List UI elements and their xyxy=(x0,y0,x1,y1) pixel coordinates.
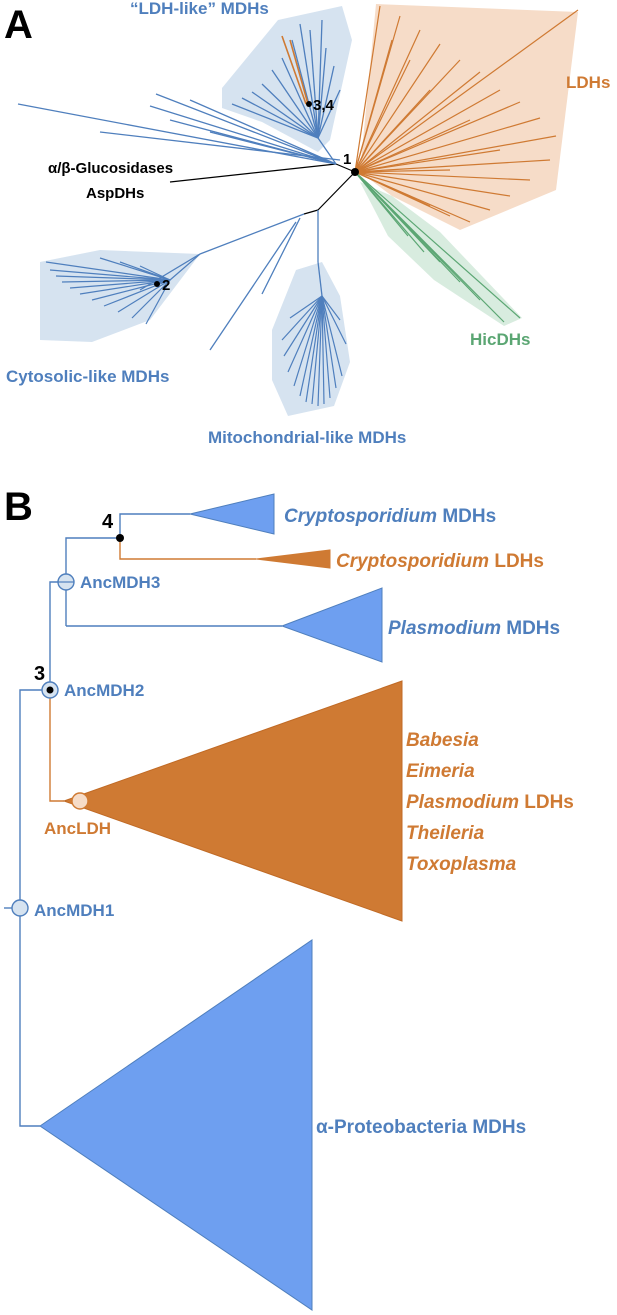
aspdhs-label: AspDHs xyxy=(86,185,144,202)
node-34-label: 3,4 xyxy=(313,97,335,114)
anc-ldh-label: AncLDH xyxy=(44,819,111,838)
crypto-mdh-label: Cryptosporidium MDHs xyxy=(284,506,496,527)
plasmodium-ldh-rest: LDHs xyxy=(519,792,574,813)
theileria-label: Theileria xyxy=(406,823,485,844)
crypto-ldh-triangle xyxy=(255,549,331,569)
plasmodium-ldh-label: Plasmodium LDHs xyxy=(406,792,574,813)
crypto-ldh-label: Cryptosporidium LDHs xyxy=(336,551,544,572)
apicomplexan-ldh-labels: Babesia Eimeria Plasmodium LDHs Theileri… xyxy=(406,730,574,875)
ldh-like-branches xyxy=(149,19,341,165)
ldh-like-hull xyxy=(222,6,352,152)
node-1-label: 1 xyxy=(343,151,351,168)
ldhs-hull xyxy=(360,4,578,230)
plasmo-mdh-italic: Plasmodium xyxy=(388,618,501,639)
eimeria-label: Eimeria xyxy=(406,761,475,782)
backbone-branches xyxy=(169,163,356,215)
panel-a-letter: A xyxy=(4,3,33,47)
anc-mdh1-label: AncMDH1 xyxy=(34,901,114,920)
crypto-mdh-rest: MDHs xyxy=(437,506,496,527)
crypto-ldh-italic: Cryptosporidium xyxy=(336,551,489,572)
node-4-dot xyxy=(116,534,124,542)
mitochondrial-label: Mitochondrial-like MDHs xyxy=(208,428,406,447)
anc-mdh1-marker xyxy=(11,899,29,917)
glucosidases-label: α/β-Glucosidases xyxy=(48,160,173,177)
node-3-label: 3 xyxy=(34,663,45,685)
proteo-mdh-label: α-Proteobacteria MDHs xyxy=(316,1117,526,1138)
crypto-ldh-rest: LDHs xyxy=(489,551,544,572)
node-1-dot xyxy=(351,168,359,176)
panel-b-letter: B xyxy=(4,485,33,529)
node-2-dot xyxy=(154,281,160,287)
ldh-branches xyxy=(354,5,579,223)
crypto-mdh-italic: Cryptosporidium xyxy=(284,506,437,527)
hicdhs-label: HicDHs xyxy=(470,330,530,349)
anc-mdh2-label: AncMDH2 xyxy=(64,681,144,700)
mitochondrial-hull xyxy=(272,262,350,416)
proteo-mdh-triangle xyxy=(39,939,313,1311)
anc-mdh3-marker xyxy=(57,573,75,591)
toxoplasma-label: Toxoplasma xyxy=(406,854,517,875)
node-4-label: 4 xyxy=(102,511,114,533)
tree-b-ldh-branches xyxy=(49,538,256,802)
plasmo-mdh-triangle xyxy=(280,587,383,663)
mitochondrial-branches xyxy=(281,295,347,407)
anc-ldh-marker xyxy=(71,792,89,810)
node-2-label: 2 xyxy=(162,277,170,294)
hicdh-branches xyxy=(354,171,521,323)
plasmodium-ldh-italic: Plasmodium xyxy=(406,792,519,813)
apicomplexan-ldh-triangle xyxy=(62,680,403,922)
babesia-label: Babesia xyxy=(406,730,479,751)
cytosolic-label: Cytosolic-like MDHs xyxy=(6,367,169,386)
anc-mdh3-label: AncMDH3 xyxy=(80,573,160,592)
ldhs-label: LDHs xyxy=(566,73,610,92)
plasmo-mdh-label: Plasmodium MDHs xyxy=(388,618,560,639)
ldh-like-label: “LDH-like” MDHs xyxy=(130,0,269,18)
ldh-like-orange-branches xyxy=(281,35,309,105)
node-34-dot xyxy=(306,101,312,107)
crypto-mdh-triangle xyxy=(189,493,275,535)
anc-mdh2-marker xyxy=(41,681,59,699)
plasmo-mdh-rest: MDHs xyxy=(501,618,560,639)
